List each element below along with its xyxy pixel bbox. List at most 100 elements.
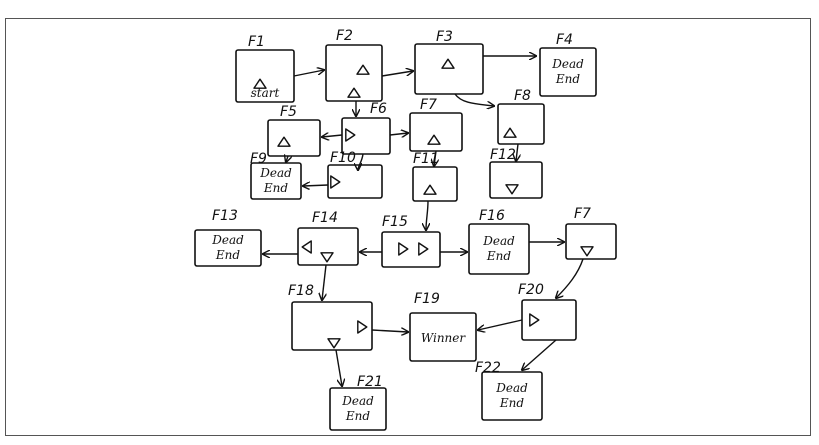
node-label: F6 bbox=[370, 101, 387, 117]
edge-f2-to-f3 bbox=[381, 71, 413, 77]
node-label: F15 bbox=[382, 214, 408, 230]
node-box bbox=[414, 43, 484, 95]
node-label: F19 bbox=[414, 291, 440, 307]
edge-f10-to-f9 bbox=[303, 185, 329, 186]
node-box bbox=[539, 47, 597, 97]
edge-f6-to-f10 bbox=[358, 153, 364, 170]
triangle-marker-icon bbox=[320, 252, 334, 263]
edge-f14-to-f18 bbox=[322, 264, 326, 300]
triangle-marker-icon bbox=[327, 338, 341, 349]
node-box bbox=[267, 119, 321, 157]
node-f12: F12 bbox=[489, 147, 543, 199]
edge-f18-to-f19 bbox=[371, 330, 408, 332]
triangle-marker-icon bbox=[529, 313, 540, 327]
node-text: Dead bbox=[259, 166, 292, 180]
node-f15: F15 bbox=[381, 214, 441, 268]
node-label: F20 bbox=[518, 282, 544, 298]
node-box bbox=[381, 231, 441, 268]
edge-f6-to-f5 bbox=[322, 135, 343, 137]
node-f8: F8 bbox=[497, 88, 545, 145]
triangle-marker-icon bbox=[345, 128, 356, 142]
node-box bbox=[468, 223, 530, 275]
node-text: End bbox=[499, 396, 524, 410]
edge-f20-to-f22 bbox=[522, 339, 557, 370]
node-box bbox=[497, 103, 545, 145]
node-box bbox=[521, 299, 577, 341]
node-f2: F2 bbox=[325, 28, 383, 102]
node-box bbox=[565, 223, 617, 260]
node-text: start bbox=[251, 86, 280, 100]
node-f3: F3 bbox=[414, 29, 484, 95]
edge-f20-to-f19 bbox=[478, 319, 523, 330]
triangle-marker-icon bbox=[441, 58, 455, 69]
node-box bbox=[327, 164, 383, 199]
node-box bbox=[235, 49, 295, 103]
node-label: F7 bbox=[574, 206, 591, 222]
node-text: End bbox=[345, 409, 370, 423]
node-label: F13 bbox=[212, 208, 238, 224]
node-label: F5 bbox=[280, 104, 297, 120]
node-box bbox=[409, 112, 463, 152]
node-f20: F20 bbox=[518, 282, 577, 341]
edges-layer bbox=[263, 56, 584, 386]
node-label: F4 bbox=[556, 32, 573, 48]
triangle-marker-icon bbox=[357, 320, 368, 334]
node-text: End bbox=[486, 249, 511, 263]
node-label: F18 bbox=[288, 283, 314, 299]
edge-f7b-to-f20 bbox=[556, 258, 584, 298]
node-text: Dead bbox=[341, 394, 374, 408]
triangle-marker-icon bbox=[301, 240, 312, 254]
node-f18: F18 bbox=[288, 283, 373, 351]
node-label: F2 bbox=[336, 28, 353, 44]
node-box bbox=[250, 162, 302, 200]
node-label: F12 bbox=[490, 147, 516, 163]
node-label: F22 bbox=[475, 360, 501, 376]
node-text: Winner bbox=[421, 331, 467, 345]
triangle-marker-icon bbox=[330, 175, 341, 189]
node-box bbox=[194, 229, 262, 267]
node-box bbox=[329, 387, 387, 431]
node-box bbox=[325, 44, 383, 102]
node-text: Dead bbox=[495, 381, 528, 395]
node-f14: F14 bbox=[297, 210, 359, 266]
edge-f6-to-f7a bbox=[389, 133, 408, 135]
triangle-marker-icon bbox=[277, 136, 291, 147]
triangle-marker-icon bbox=[505, 184, 519, 195]
node-label: F8 bbox=[514, 88, 531, 104]
node-box bbox=[489, 161, 543, 199]
node-f1: F1 start bbox=[235, 34, 295, 103]
node-f7a: F7 bbox=[409, 97, 463, 152]
edge-f3-to-f8 bbox=[454, 93, 494, 106]
triangle-marker-icon bbox=[427, 134, 441, 145]
node-box bbox=[412, 166, 458, 202]
node-label: F9 bbox=[250, 151, 267, 167]
node-text: Dead bbox=[482, 234, 515, 248]
edge-f8-to-f12 bbox=[516, 143, 518, 161]
node-label: F21 bbox=[357, 374, 383, 390]
node-label: F16 bbox=[479, 208, 505, 224]
edge-f11-to-f15 bbox=[426, 200, 428, 230]
edge-f18-to-f21 bbox=[335, 349, 342, 386]
node-f11: F11 bbox=[412, 151, 458, 202]
node-label: F1 bbox=[248, 34, 265, 50]
triangle-marker-icon bbox=[580, 246, 594, 257]
node-f7b: F7 bbox=[565, 206, 617, 260]
triangle-marker-icon bbox=[398, 242, 409, 256]
node-text: End bbox=[263, 181, 288, 195]
node-f6: F6 bbox=[341, 101, 391, 155]
node-label: F11 bbox=[413, 151, 439, 167]
node-text: Dead bbox=[211, 233, 244, 247]
node-text: Dead bbox=[551, 57, 584, 71]
node-label: F7 bbox=[420, 97, 437, 113]
node-label: F14 bbox=[312, 210, 338, 226]
node-label: F3 bbox=[436, 29, 453, 45]
triangle-marker-icon bbox=[356, 64, 370, 75]
